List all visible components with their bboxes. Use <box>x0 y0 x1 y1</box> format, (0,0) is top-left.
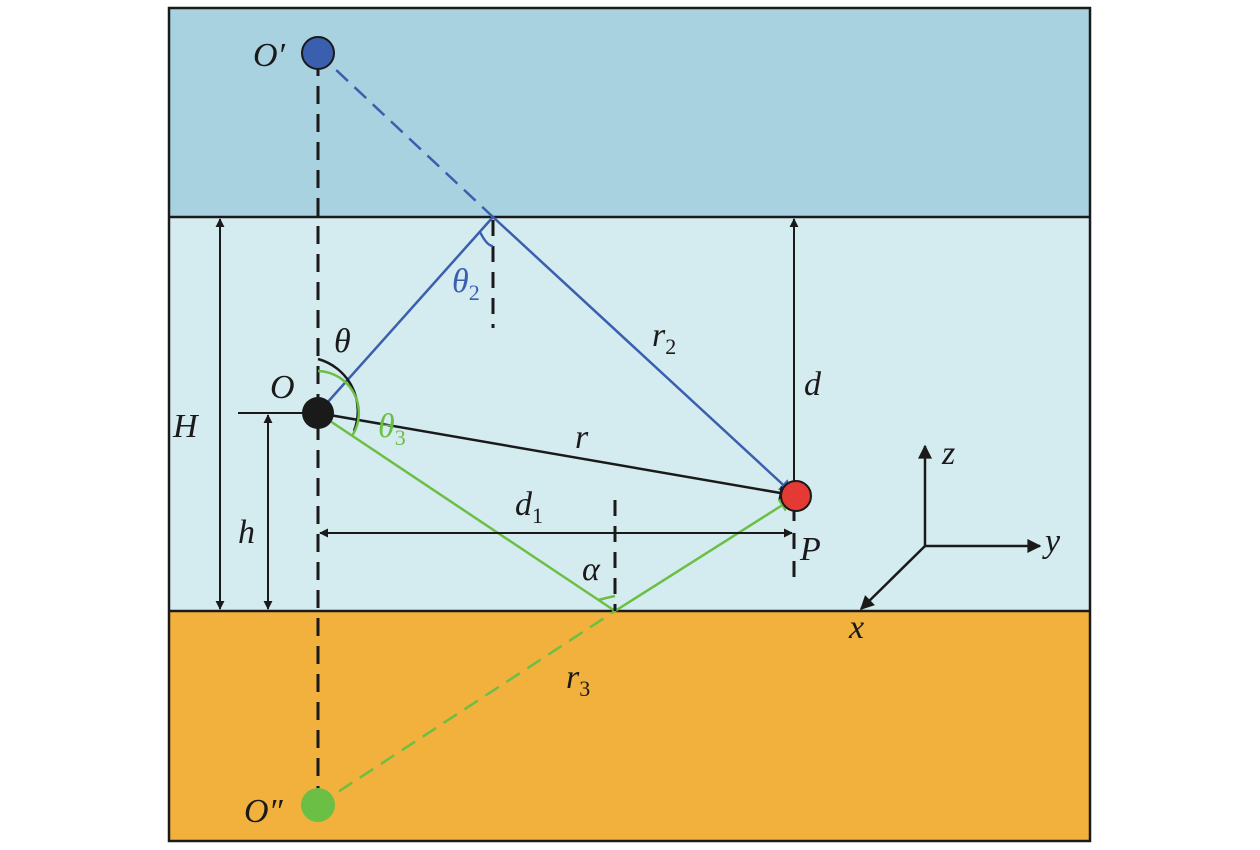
label-r2: r2 <box>652 317 676 359</box>
image-source-o-double-prime <box>301 788 335 822</box>
theta2-arc <box>478 231 494 248</box>
label-H: H <box>172 408 200 445</box>
theta3-arc <box>317 369 361 437</box>
label-axis-y: y <box>1042 523 1061 560</box>
theta-arc <box>317 357 360 432</box>
ray-r-direct <box>317 411 794 500</box>
alpha-arc <box>597 594 616 602</box>
label-axis-x: x <box>848 609 864 646</box>
label-theta3: θ3 <box>378 408 406 450</box>
label-theta2: θ2 <box>452 263 480 305</box>
label-p: P <box>799 531 821 568</box>
label-o-double-prime: O″ <box>244 793 284 830</box>
label-h: h <box>238 514 255 551</box>
image-ray-blue-dashed <box>317 52 494 218</box>
x-axis-arrow <box>860 545 926 610</box>
ray-o-to-lower <box>317 411 616 613</box>
label-r3: r3 <box>566 659 590 701</box>
image-source-o-prime <box>301 36 335 70</box>
source-o <box>302 397 334 429</box>
ray-r2 <box>492 216 794 494</box>
label-axis-z: z <box>941 435 955 472</box>
image-ray-green-dashed <box>317 609 616 807</box>
receiver-p <box>780 480 812 512</box>
label-o-prime: O′ <box>253 37 286 74</box>
ray-r3 <box>614 497 794 613</box>
label-o: O <box>270 369 295 406</box>
label-d1: d1 <box>515 486 543 528</box>
label-theta: θ <box>334 323 351 360</box>
label-alpha: α <box>582 551 601 588</box>
upper-layer <box>169 8 1090 217</box>
label-d: d <box>804 366 822 403</box>
frame-border <box>167 6 1092 843</box>
label-r: r <box>575 419 589 456</box>
